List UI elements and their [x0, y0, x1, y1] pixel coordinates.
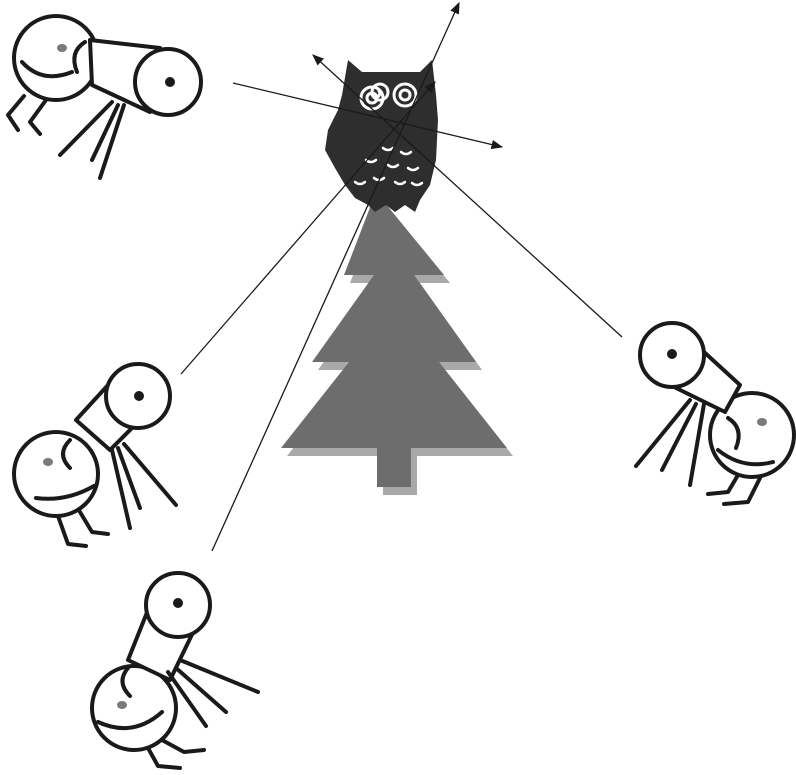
tripod-legs [60, 102, 124, 178]
observer-eye [57, 44, 67, 52]
telescope-lens-center [136, 393, 142, 399]
observer-top-left [8, 16, 201, 178]
observer-head [14, 432, 98, 516]
tripod-legs [168, 660, 258, 726]
observer-legs [8, 96, 46, 134]
observer-head [14, 16, 98, 100]
tree-body [281, 192, 507, 487]
observer-legs [708, 475, 760, 504]
observer-legs [58, 512, 108, 546]
telescope-lens-center [167, 79, 173, 85]
observer-eye [757, 418, 767, 426]
tripod-legs [112, 444, 176, 528]
observer-left [14, 364, 176, 546]
observer-eye [43, 458, 53, 466]
telescope-lens-center [669, 351, 675, 357]
observer-right [636, 323, 794, 504]
tripod-legs [636, 400, 704, 485]
observer-bottom-left [92, 573, 258, 768]
observer-eye [117, 701, 127, 709]
pine-tree-icon [281, 192, 513, 495]
telescope-lens-center [175, 600, 181, 606]
